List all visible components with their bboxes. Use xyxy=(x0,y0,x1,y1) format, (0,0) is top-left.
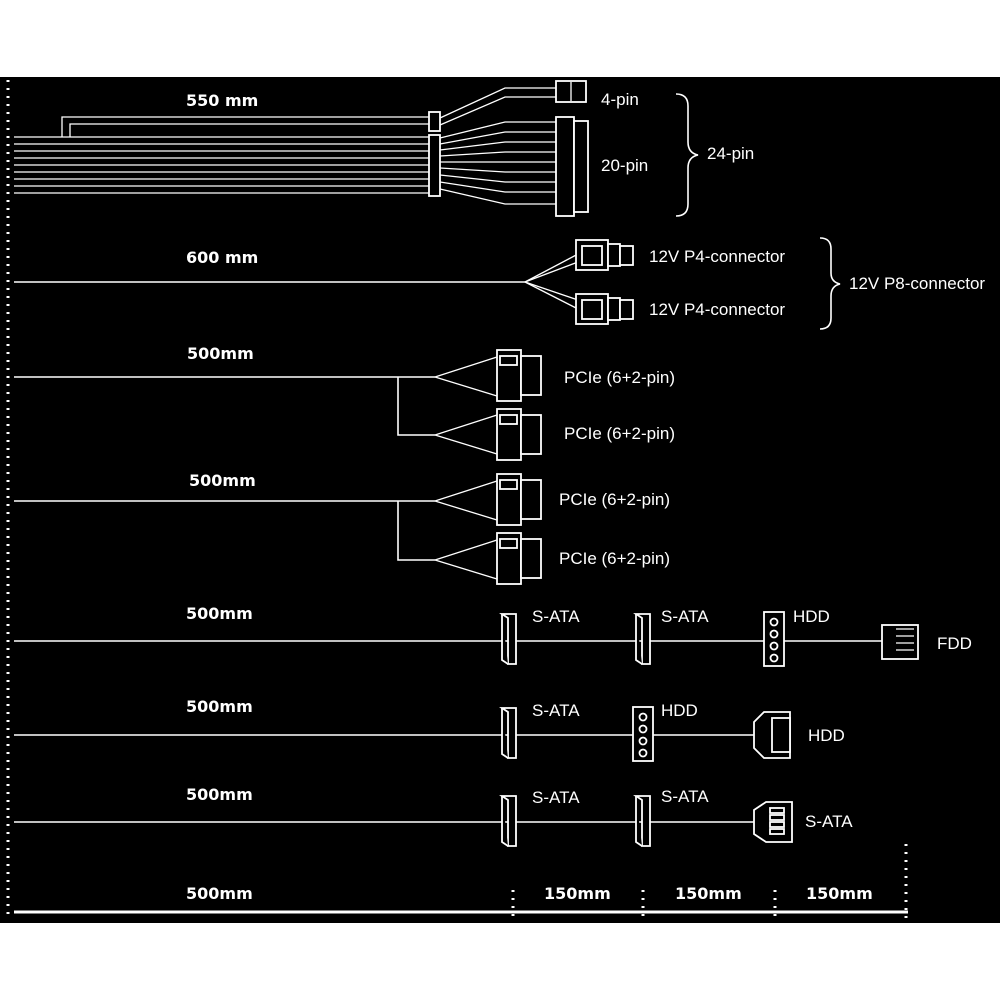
periph1-label-3: HDD xyxy=(793,607,830,626)
pcie2-length-label: 500mm xyxy=(189,471,256,490)
scale-seg4-label: 150mm xyxy=(806,884,873,903)
periph3-length-label: 500mm xyxy=(186,785,253,804)
pcie1-length-label: 500mm xyxy=(187,344,254,363)
periph2-label-2: HDD xyxy=(661,701,698,720)
peripheral-cable-1: 500mm S-ATA S-ATA HDD FDD xyxy=(14,604,972,667)
peripheral-cable-3: 500mm S-ATA S-ATA S-ATA xyxy=(14,785,853,847)
atx-cable: 550 mm 4 xyxy=(14,80,754,217)
periph2-label-3: HDD xyxy=(808,726,845,745)
atx-4pin-wire xyxy=(61,116,430,137)
periph1-label-4: FDD xyxy=(937,634,972,653)
periph3-label-2: S-ATA xyxy=(661,787,709,806)
pcie2-label-a: PCIe (6+2-pin) xyxy=(559,490,670,509)
scale-seg1-label: 500mm xyxy=(186,884,253,903)
cpu-p4-label-b: 12V P4-connector xyxy=(649,300,785,319)
periph3-label-3: S-ATA xyxy=(805,812,853,831)
length-scale-bar: 500mm 150mm 150mm 150mm xyxy=(14,844,908,918)
pcie1-connector-b xyxy=(496,408,542,461)
peripheral-cable-2: 500mm S-ATA HDD HDD xyxy=(14,697,845,762)
pcie-cable-2: 500mm PCIe (6+2-pin) PCIe (6+2-pin) xyxy=(14,471,670,585)
periph1-sata-connector-2 xyxy=(633,613,651,665)
cpu-p4-connector-a xyxy=(575,239,634,271)
periph2-hdd-connector xyxy=(753,711,791,759)
atx-20pin-label: 20-pin xyxy=(601,156,648,175)
pcie1-label-b: PCIe (6+2-pin) xyxy=(564,424,675,443)
periph3-sata-end-connector xyxy=(753,801,793,843)
pcie-cable-1: 500mm PCIe (6+2-pin) PCIe (6+2-pin) xyxy=(14,344,675,461)
periph2-length-label: 500mm xyxy=(186,697,253,716)
cpu-cable: 600 mm 12V P4-connector 12V P4-connector… xyxy=(14,237,985,330)
periph1-label-2: S-ATA xyxy=(661,607,709,626)
periph1-fdd-connector xyxy=(881,624,919,660)
periph3-label-1: S-ATA xyxy=(532,788,580,807)
periph1-label-1: S-ATA xyxy=(532,607,580,626)
atx-wire-bundle xyxy=(14,136,430,194)
periph2-molex-connector xyxy=(632,706,654,762)
atx-split-sleeve-small xyxy=(428,111,441,132)
pcie2-label-b: PCIe (6+2-pin) xyxy=(559,549,670,568)
cpu-p8-label: 12V P8-connector xyxy=(849,274,985,293)
periph1-length-label: 500mm xyxy=(186,604,253,623)
atx-20pin-connector xyxy=(555,116,575,217)
cpu-p4-connector-b xyxy=(575,293,634,325)
atx-24pin-label: 24-pin xyxy=(707,144,754,163)
periph1-sata-connector-1 xyxy=(499,613,517,665)
periph2-label-1: S-ATA xyxy=(532,701,580,720)
periph2-sata-connector xyxy=(499,707,517,759)
pcie2-connector-a xyxy=(496,473,542,526)
atx-4pin-label: 4-pin xyxy=(601,90,639,109)
scale-seg3-label: 150mm xyxy=(675,884,742,903)
atx-length-label: 550 mm xyxy=(186,91,258,110)
cpu-p4-label-a: 12V P4-connector xyxy=(649,247,785,266)
pcie1-label-a: PCIe (6+2-pin) xyxy=(564,368,675,387)
periph3-sata-connector-2 xyxy=(633,795,651,847)
pcie2-connector-b xyxy=(496,532,542,585)
cpu-brace xyxy=(819,237,841,330)
atx-split-sleeve xyxy=(428,134,441,197)
periph1-molex-connector xyxy=(763,611,785,667)
cpu-length-label: 600 mm xyxy=(186,248,258,267)
periph3-sata-connector-1 xyxy=(499,795,517,847)
scale-seg2-label: 150mm xyxy=(544,884,611,903)
atx-brace xyxy=(675,93,699,217)
pcie1-connector-a xyxy=(496,349,542,402)
